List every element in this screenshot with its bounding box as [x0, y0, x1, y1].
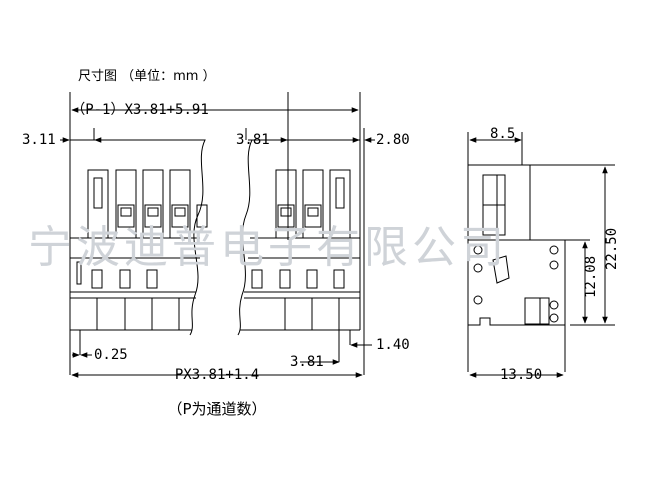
dim-overall-top: （P-1）X3.81+5.91 — [71, 102, 209, 118]
dim-side-bottom-width: 13.50 — [500, 367, 542, 383]
dim-pitch-top: 3.81 — [236, 132, 270, 148]
drawing-title: 尺寸图 （单位：mm ） — [78, 69, 216, 84]
dim-bottom-gap: 0.25 — [94, 347, 128, 363]
dim-pitch-bottom: 3.81 — [290, 354, 324, 370]
right-terminals — [251, 169, 351, 330]
side-view — [467, 132, 615, 378]
dim-side-mid-height: 12.08 — [583, 256, 599, 298]
dim-right-offset: 2.80 — [376, 132, 410, 148]
dim-side-total-height: 22.50 — [604, 228, 620, 270]
company-watermark: 宁波迪普电子有限公司 — [28, 222, 508, 273]
dim-side-top-width: 8.5 — [490, 126, 515, 142]
dim-left-offset: 3.11 — [22, 132, 56, 148]
left-terminals — [87, 169, 208, 330]
dim-pin-width: 1.40 — [376, 337, 410, 353]
front-view — [60, 92, 375, 378]
channel-caption: （P为通道数） — [167, 400, 266, 418]
dim-overall-bottom: PX3.81+1.4 — [175, 367, 259, 383]
